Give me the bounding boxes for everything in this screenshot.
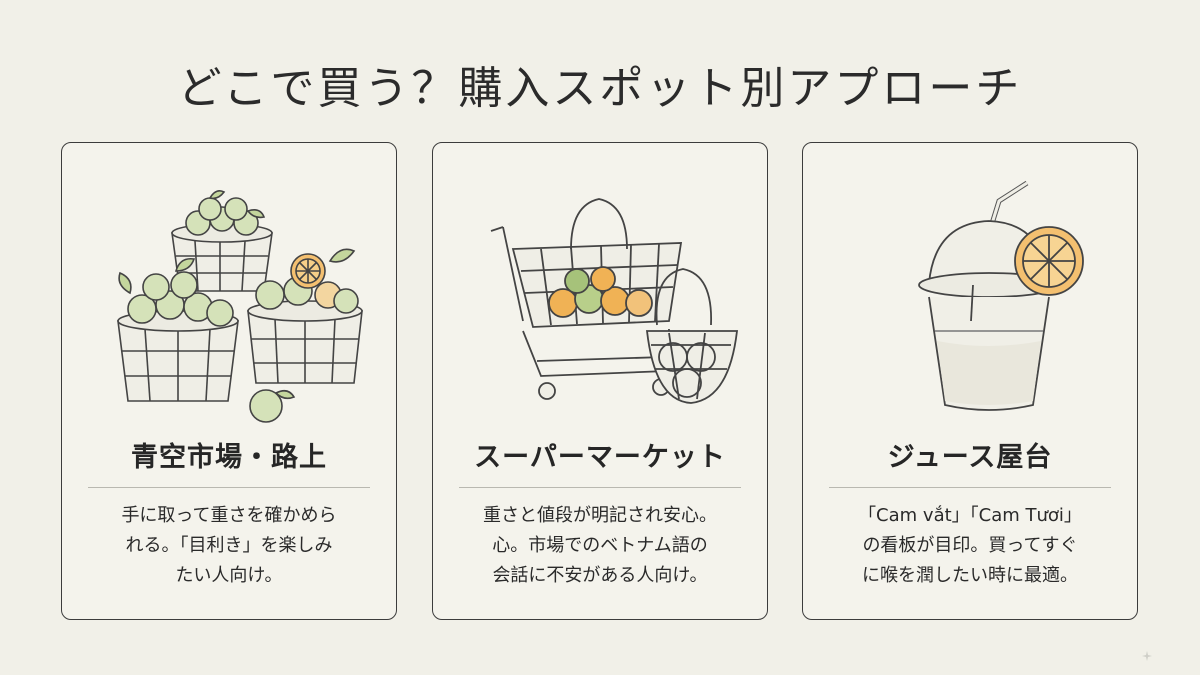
divider [829,487,1111,488]
card-description: 手に取って重さを確かめら れる。「目利き」を楽しみ たい人向け。 [121,505,337,586]
card-juice-stand: ジュース屋台 「Cam vắt」「Cam Tươi」 の看板が目印。買ってすぐ … [802,142,1138,620]
divider [88,487,370,488]
fruit-baskets-icon [80,161,380,431]
card-title: ジュース屋台 [887,442,1053,473]
sparkle-icon [1142,651,1152,661]
page-title: どこで買う？購入スポット別アプローチ [177,63,1023,114]
shopping-cart-icon [451,161,751,431]
divider [459,487,741,488]
card-title: 青空市場・路上 [131,442,327,473]
card-description: 重さと値段が明記され安心。 心。市場でのベトナム語の 会話に不安がある人向け。 [483,505,717,586]
card-title: スーパーマーケット [474,442,726,473]
card-description: 「Cam vắt」「Cam Tươi」 の看板が目印。買ってすぐ に喉を潤したい… [858,505,1082,586]
card-supermarket: スーパーマーケット 重さと値段が明記され安心。 心。市場でのベトナム語の 会話に… [432,142,768,620]
juice-cup-icon [821,161,1121,431]
card-open-air-market: 青空市場・路上 手に取って重さを確かめら れる。「目利き」を楽しみ たい人向け。 [61,142,397,620]
